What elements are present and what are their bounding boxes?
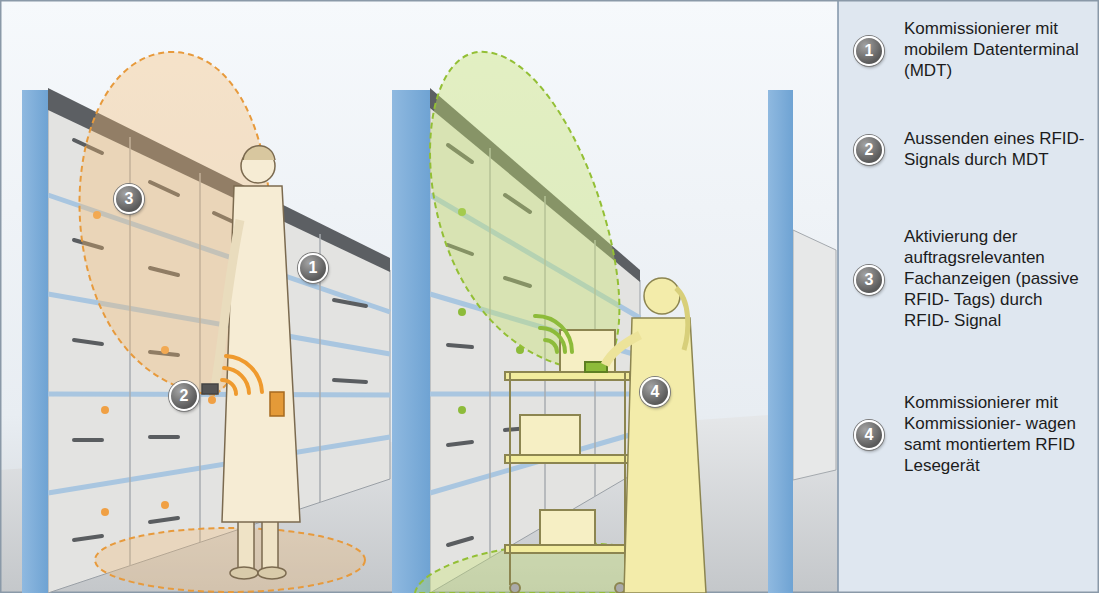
legend-panel: [838, 0, 1099, 593]
callout-number: 3: [114, 184, 144, 214]
callout-text: 1: [865, 42, 874, 59]
callout-text: 4: [865, 426, 874, 443]
picker-with-terminal-part: [262, 515, 278, 570]
legend-item: 2 Aussenden eines RFID-Signals durch MDT: [854, 128, 1094, 172]
centre-shelf-part-part: [448, 345, 472, 347]
left-shelf-part-part: [150, 435, 178, 439]
centre-shelf-part-part: [448, 442, 472, 445]
picker-with-cart-part: [676, 288, 688, 350]
left-shelf-part-part: [48, 437, 390, 493]
green-signal-waves-part: [540, 328, 565, 352]
picker-with-terminal-part: [214, 220, 240, 392]
picking-cart-part: [509, 372, 511, 585]
picker-with-terminal-part: [202, 384, 218, 394]
centre-shelf-part-part: [458, 308, 466, 316]
shelf-post: [768, 90, 793, 593]
picking-cart-part: [520, 415, 580, 455]
green-rfid-field-part: [430, 52, 619, 372]
callout-number: 4: [640, 377, 670, 407]
left-shelf-part-part: [74, 340, 102, 344]
left-shelf-part-part: [74, 536, 102, 540]
picker-with-terminal-part: [238, 515, 254, 570]
orange-rfid-field-part: [95, 528, 365, 592]
callout-text: 1: [309, 259, 318, 276]
callout-number: 2: [169, 381, 199, 411]
orange-signal-waves-part: [226, 356, 262, 392]
picking-cart-part: [505, 372, 630, 380]
picking-cart-part: [505, 545, 630, 553]
callout-text: 2: [865, 141, 874, 158]
picker-with-terminal-part: [230, 567, 258, 579]
shelf-post: [392, 90, 430, 593]
legend-item: 4 Kommissionierer mit Kommissionier- wage…: [854, 392, 1094, 478]
left-shelf-part-part: [101, 406, 109, 414]
picker-with-terminal-part: [270, 392, 284, 416]
legend-description: Kommissionierer mit mobilem Datentermina…: [904, 18, 1092, 81]
orange-signal-waves-part: [222, 380, 236, 394]
green-signal-waves-part: [545, 340, 557, 352]
legend-description: Aktivierung der auftragsrelevanten Facha…: [904, 226, 1092, 331]
picking-cart: [505, 330, 630, 593]
green-signal-waves-part: [535, 316, 572, 352]
callout-text: 3: [865, 271, 874, 288]
picker-with-terminal-part: [243, 146, 275, 160]
picker-with-terminal: [202, 146, 300, 579]
left-shelf-part-part: [334, 380, 366, 382]
legend-description: Aussenden eines RFID-Signals durch MDT: [904, 128, 1092, 170]
picker-with-cart-part: [624, 318, 706, 593]
callout-number: 3: [854, 265, 884, 295]
callout-number: 1: [854, 36, 884, 66]
green-signal-waves: [535, 316, 572, 352]
centre-shelf-part-part: [458, 406, 466, 414]
legend-item: 1 Kommissionierer mit mobilem Datentermin…: [854, 18, 1094, 83]
callout-text: 2: [180, 387, 189, 404]
left-shelf-part-part: [101, 508, 109, 516]
left-shelf-part-part: [208, 396, 216, 404]
callout-number: 2: [854, 135, 884, 165]
legend-description: Kommissionierer mit Kommissionier- wagen…: [904, 392, 1092, 476]
panel-divider: [837, 0, 839, 593]
callout-number: 4: [854, 420, 884, 450]
left-shelf-part-part: [74, 438, 102, 442]
picking-cart-part: [540, 510, 595, 545]
picker-with-cart-part: [605, 335, 640, 365]
callout-text: 4: [651, 383, 660, 400]
shelf-post: [22, 90, 48, 593]
legend-item: 3 Aktivierung der auftragsrelevanten Fach…: [854, 226, 1094, 333]
centre-shelf-part-part: [448, 538, 472, 545]
picker-with-cart-part: [644, 278, 680, 314]
left-shelf-part-part: [161, 501, 169, 509]
background: [0, 0, 838, 593]
left-shelf-part-part: [334, 300, 366, 306]
left-shelf-part-part: [48, 394, 390, 395]
picker-with-terminal-part: [258, 567, 286, 579]
picking-cart-part: [505, 455, 630, 463]
left-shelf-part-part: [150, 518, 178, 522]
callout-number: 1: [298, 253, 328, 283]
orange-signal-waves-part: [224, 368, 249, 393]
right-shelf-part: [793, 230, 836, 480]
picking-cart-part: [510, 583, 520, 593]
callout-text: 3: [125, 190, 134, 207]
orange-signal-waves: [222, 356, 262, 394]
picker-with-cart: [605, 278, 706, 593]
orange-rfid-field: [79, 52, 365, 592]
right-shelf: [768, 90, 836, 593]
centre-shelf-part-part: [430, 392, 640, 397]
